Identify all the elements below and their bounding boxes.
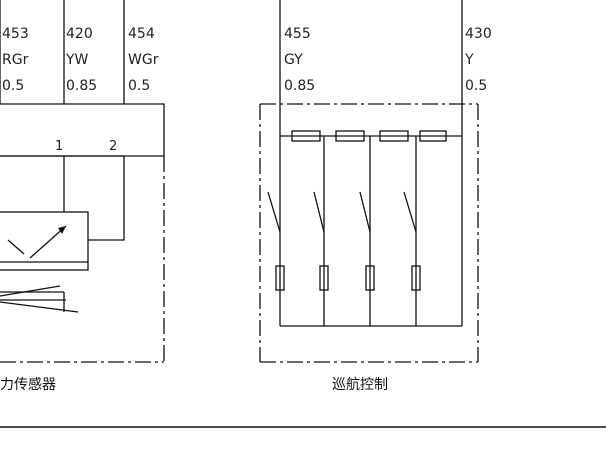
wire-430-number: 430 — [465, 26, 492, 42]
wire-454-gauge: 0.5 — [128, 78, 150, 94]
sensor-element — [0, 211, 89, 271]
wire-453-number: 453 — [2, 26, 29, 42]
wire-455-number: 455 — [284, 26, 311, 42]
pin-2-label: 2 — [109, 139, 117, 154]
resistor-2 — [335, 130, 365, 142]
pressure-sensor-caption: 压力传感器 — [0, 376, 56, 393]
wire-420-gauge: 0.85 — [66, 78, 97, 94]
switch-element-3 — [365, 265, 375, 291]
wire-453-gauge: 0.5 — [2, 78, 24, 94]
switch-element-2 — [319, 265, 329, 291]
wire-454-number: 454 — [128, 26, 155, 42]
wire-430-gauge: 0.5 — [465, 78, 487, 94]
wire-455-gauge: 0.85 — [284, 78, 315, 94]
switch-element-4 — [411, 265, 421, 291]
connector-box — [0, 103, 165, 157]
pin-1-label: 1 — [55, 139, 63, 154]
pin2-wire — [88, 156, 125, 241]
wire-453-color: RGr — [2, 52, 29, 68]
resistor-3 — [379, 130, 409, 142]
resistor-4 — [419, 130, 447, 142]
cruise-control-caption: 巡航控制 — [332, 377, 388, 393]
wire-454-color: WGr — [128, 52, 159, 68]
wire-430-color: Y — [464, 52, 474, 68]
wire-420-color: YW — [65, 52, 89, 68]
switch-element-1 — [275, 265, 285, 291]
wire-455-color: GY — [284, 52, 303, 68]
wire-420-number: 420 — [66, 26, 93, 42]
resistor-1 — [291, 130, 321, 142]
